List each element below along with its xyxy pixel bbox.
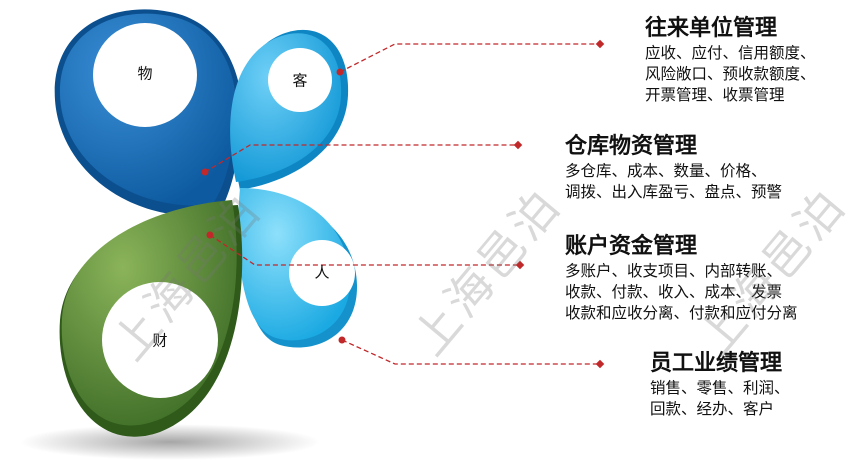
petal-ke (230, 29, 349, 190)
section-title: 往来单位管理 (645, 16, 778, 41)
petal-cai (59, 200, 243, 437)
connector-3 (206, 231, 525, 270)
section-line: 收款、付款、收入、成本、发票 (565, 283, 783, 301)
section-line: 收款和应收分离、付款和应付分离 (565, 304, 798, 322)
petal-label-wu: 物 (137, 64, 153, 83)
section-line: 多账户、收支项目、内部转账、 (565, 262, 783, 280)
section-title: 账户资金管理 (565, 234, 698, 259)
section-title: 仓库物资管理 (565, 134, 698, 159)
section-line: 回款、经办、客户 (650, 400, 775, 418)
section-title: 员工业绩管理 (650, 351, 783, 376)
section-line: 应收、应付、信用额度、 (645, 44, 816, 62)
petal-label-ke: 客 (292, 71, 308, 90)
section-warehouse-management: 仓库物资管理 多仓库、成本、数量、价格、 调拨、出入库盈亏、盘点、预警 (565, 133, 782, 203)
ground-shadow (20, 424, 320, 460)
section-employee-performance: 员工业绩管理 销售、零售、利润、 回款、经办、客户 (650, 350, 790, 420)
petal-label-ren: 人 (314, 263, 330, 282)
connector-1 (336, 39, 605, 76)
petal-wu (54, 9, 243, 217)
section-partner-management: 往来单位管理 应收、应付、信用额度、 风险敞口、预收款额度、 开票管理、收票管理 (645, 15, 816, 106)
section-line: 调拨、出入库盈亏、盘点、预警 (565, 183, 783, 201)
connector-4 (338, 336, 605, 369)
petal-label-cai: 财 (152, 331, 168, 350)
section-account-fund-management: 账户资金管理 多账户、收支项目、内部转账、 收款、付款、收入、成本、发票 收款和… (565, 233, 798, 324)
section-line: 多仓库、成本、数量、价格、 (565, 162, 767, 180)
section-line: 风险敞口、预收款额度、 (645, 65, 816, 83)
section-line: 销售、零售、利润、 (650, 379, 790, 397)
petal-ren (238, 188, 358, 348)
section-line: 开票管理、收票管理 (645, 86, 785, 104)
